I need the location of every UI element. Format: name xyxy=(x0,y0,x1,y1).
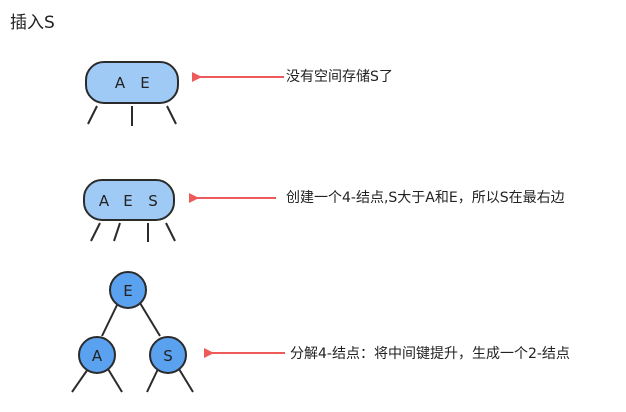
step1-node-group: A E xyxy=(85,61,179,126)
step3-annotation: 分解4-结点：将中间键提升，生成一个2-结点 xyxy=(290,346,570,362)
step3-link-root-left xyxy=(101,302,119,337)
step1-key-e: E xyxy=(140,74,149,92)
step2-annotation: 创建一个4-结点,S大于A和E，所以S在最右边 xyxy=(286,190,565,206)
step2-link-1 xyxy=(90,222,101,242)
step2-four-node xyxy=(83,179,175,221)
step3-right-key: S xyxy=(163,347,173,365)
step3-tree-group: E A S xyxy=(71,271,194,393)
step1-key-a: A xyxy=(115,74,126,92)
page-title: 插入S xyxy=(10,13,55,33)
step2-key-s: S xyxy=(148,192,158,210)
step3-root-key: E xyxy=(123,282,132,300)
step1-annotation: 没有空间存储S了 xyxy=(286,69,393,85)
step3-link-a-right xyxy=(107,368,123,393)
step3-link-a-left xyxy=(71,368,89,393)
step1-link-left xyxy=(87,105,98,125)
step3-root-node xyxy=(109,271,147,309)
step3-link-root-right xyxy=(139,302,161,337)
step2-link-4 xyxy=(165,222,176,242)
step1-three-node xyxy=(85,61,179,104)
step3-link-s-left xyxy=(146,368,159,393)
step3-left-node xyxy=(78,336,116,374)
step2-key-e: E xyxy=(123,192,132,210)
step2-link-2 xyxy=(113,222,121,242)
step2-node-group: A E S xyxy=(83,179,176,242)
step3-link-s-right xyxy=(178,368,194,393)
step2-key-a: A xyxy=(99,192,110,210)
step3-left-key: A xyxy=(92,347,103,365)
step3-right-node xyxy=(149,336,187,374)
step1-link-right xyxy=(166,105,177,125)
